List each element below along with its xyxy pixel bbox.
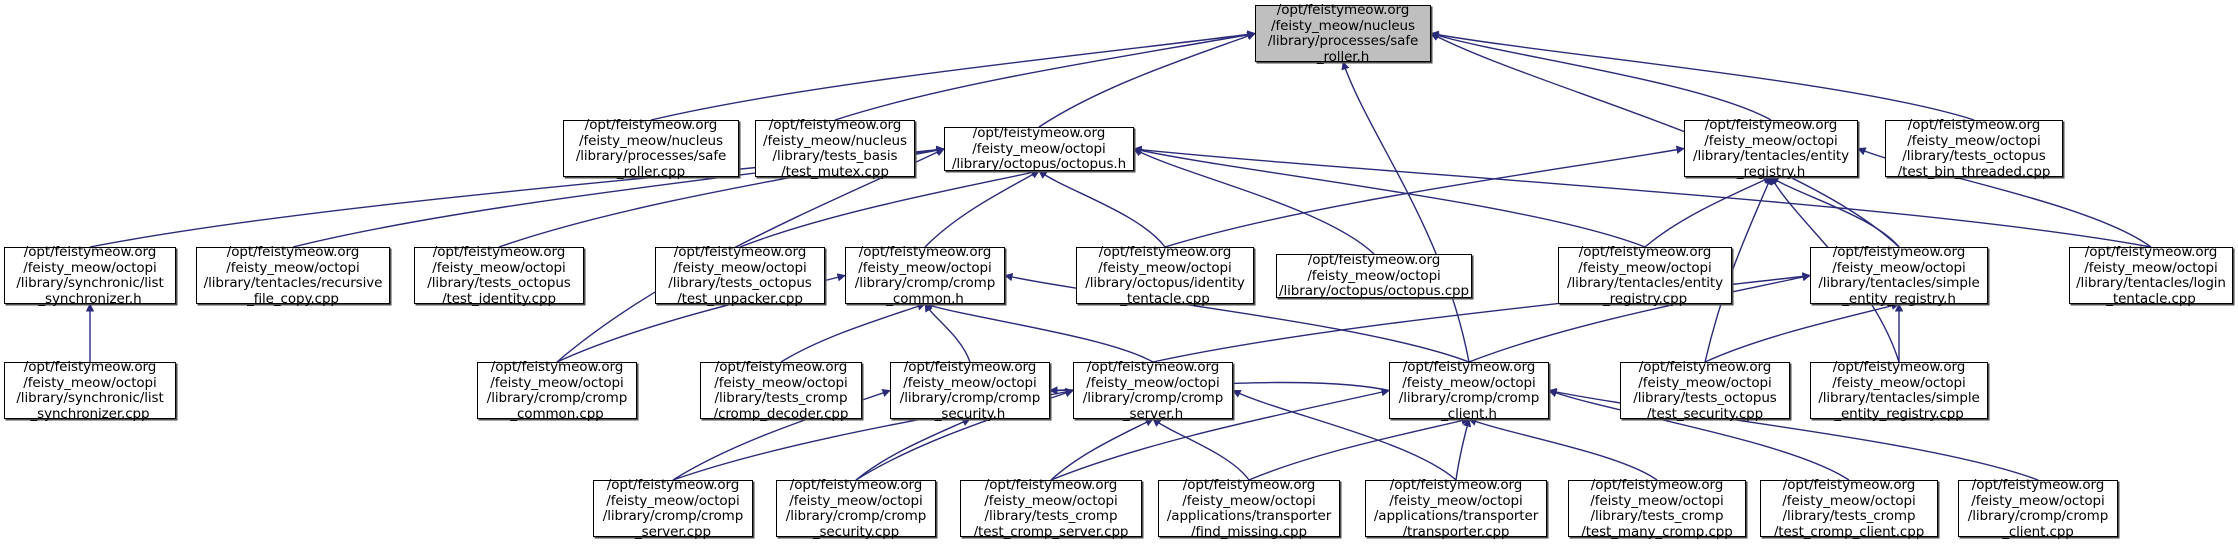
- graph-node-label: /opt/feistymeow.org /feisty_meow/octopi …: [785, 477, 927, 540]
- graph-node-label: /opt/feistymeow.org /feisty_meow/octopi …: [1967, 477, 2109, 540]
- graph-node[interactable]: /opt/feistymeow.org /feisty_meow/octopi …: [1620, 359, 1790, 422]
- graph-node[interactable]: /opt/feistymeow.org /feisty_meow/octopi …: [1365, 477, 1547, 540]
- graph-node[interactable]: /opt/feistymeow.org /feisty_meow/octopi …: [4, 244, 176, 307]
- graph-node[interactable]: /opt/feistymeow.org /feisty_meow/octopi …: [1885, 117, 2063, 180]
- graph-node-label: /opt/feistymeow.org /feisty_meow/octopi …: [854, 244, 996, 307]
- graph-node-label: /opt/feistymeow.org /feisty_meow/octopi …: [16, 359, 164, 422]
- graph-node[interactable]: /opt/feistymeow.org /feisty_meow/octopi …: [1958, 477, 2118, 540]
- graph-node-label: /opt/feistymeow.org /feisty_meow/octopi …: [668, 244, 812, 307]
- graph-node[interactable]: /opt/feistymeow.org /feisty_meow/octopi …: [1810, 244, 1988, 307]
- graph-edge: [1704, 301, 1900, 363]
- graph-edge: [1164, 145, 1685, 248]
- graph-edge: [834, 30, 1256, 121]
- graph-node[interactable]: /opt/feistymeow.org /feisty_meow/octopi …: [1073, 359, 1233, 422]
- graph-node[interactable]: /opt/feistymeow.org /feisty_meow/octopi …: [1684, 117, 1858, 180]
- graph-node[interactable]: /opt/feistymeow.org /feisty_meow/octopi …: [414, 244, 584, 307]
- graph-node[interactable]: /opt/feistymeow.org /feisty_meow/octopi …: [960, 477, 1142, 540]
- graph-node-label: /opt/feistymeow.org /feisty_meow/octopi …: [16, 244, 164, 307]
- graph-edge: [1049, 386, 1074, 395]
- graph-node-label: /opt/feistymeow.org /feisty_meow/octopi …: [713, 359, 849, 422]
- graph-node-label: /opt/feistymeow.org /feisty_meow/octopi …: [602, 477, 744, 540]
- graph-node[interactable]: /opt/feistymeow.org /feisty_meow/octopi …: [593, 477, 753, 540]
- graph-node[interactable]: /opt/feistymeow.org /feisty_meow/octopi …: [845, 244, 1005, 307]
- graph-node[interactable]: /opt/feistymeow.org /feisty_meow/nucleus…: [1255, 2, 1431, 65]
- graph-edge: [780, 302, 926, 363]
- graph-node[interactable]: /opt/feistymeow.org /feisty_meow/octopi …: [477, 359, 637, 422]
- graph-node[interactable]: /opt/feistymeow.org /feisty_meow/octopi …: [4, 359, 176, 422]
- graph-node[interactable]: /opt/feistymeow.org /feisty_meow/octopi …: [890, 359, 1050, 422]
- graph-edge: [1430, 30, 1975, 121]
- graph-edge: [1133, 148, 1375, 255]
- graph-edge: [1341, 61, 1470, 363]
- graph-edge: [924, 303, 971, 363]
- graph-node-label: /opt/feistymeow.org /feisty_meow/octopi …: [2076, 244, 2226, 307]
- graph-edge: [1770, 176, 1900, 248]
- graph-edge: [1644, 176, 1772, 248]
- graph-node-label: /opt/feistymeow.org /feisty_meow/octopi …: [1373, 477, 1539, 540]
- graph-node-label: /opt/feistymeow.org /feisty_meow/octopi …: [973, 477, 1129, 540]
- graph-node-label: /opt/feistymeow.org /feisty_meow/octopi …: [1082, 359, 1224, 422]
- graph-node-label: /opt/feistymeow.org /feisty_meow/octopi …: [951, 125, 1127, 173]
- graph-node[interactable]: /opt/feistymeow.org /feisty_meow/octopi …: [1810, 359, 1988, 422]
- graph-node[interactable]: /opt/feistymeow.org /feisty_meow/octopi …: [944, 125, 1134, 173]
- graph-edge: [1050, 418, 1154, 481]
- graph-node[interactable]: /opt/feistymeow.org /feisty_meow/octopi …: [2069, 244, 2233, 307]
- graph-node[interactable]: /opt/feistymeow.org /feisty_meow/octopi …: [655, 244, 825, 307]
- graph-node-label: /opt/feistymeow.org /feisty_meow/nucleus…: [763, 117, 907, 180]
- graph-node-label: /opt/feistymeow.org /feisty_meow/octopi …: [899, 359, 1041, 422]
- graph-node-label: /opt/feistymeow.org /feisty_meow/octopi …: [1693, 117, 1849, 180]
- graph-node[interactable]: /opt/feistymeow.org /feisty_meow/octopi …: [196, 244, 390, 307]
- graph-node[interactable]: /opt/feistymeow.org /feisty_meow/octopi …: [1389, 359, 1549, 422]
- graph-edge: [739, 168, 1040, 248]
- graph-node-label: /opt/feistymeow.org /feisty_meow/octopi …: [1166, 477, 1332, 540]
- graph-node-label: /opt/feistymeow.org /feisty_meow/octopi …: [1567, 244, 1723, 307]
- graph-node-label: /opt/feistymeow.org /feisty_meow/nucleus…: [1267, 2, 1419, 65]
- graph-node-label: /opt/feistymeow.org /feisty_meow/octopi …: [1818, 244, 1980, 307]
- graph-node-label: /opt/feistymeow.org /feisty_meow/octopi …: [1398, 359, 1540, 422]
- graph-node[interactable]: /opt/feistymeow.org /feisty_meow/octopi …: [1158, 477, 1340, 540]
- graph-edge: [1430, 31, 1772, 121]
- graph-node[interactable]: /opt/feistymeow.org /feisty_meow/octopi …: [700, 359, 862, 422]
- graph-edge: [855, 418, 971, 481]
- graph-edge: [1038, 32, 1256, 128]
- graph-node[interactable]: /opt/feistymeow.org /feisty_meow/octopi …: [1276, 252, 1472, 300]
- graph-node[interactable]: /opt/feistymeow.org /feisty_meow/octopi …: [1076, 244, 1254, 307]
- graph-node[interactable]: /opt/feistymeow.org /feisty_meow/octopi …: [1558, 244, 1732, 307]
- graph-edge: [1133, 146, 1646, 248]
- graph-node-label: /opt/feistymeow.org /feisty_meow/octopi …: [1581, 477, 1733, 540]
- graph-node[interactable]: /opt/feistymeow.org /feisty_meow/octopi …: [1568, 477, 1746, 540]
- graph-node-label: /opt/feistymeow.org /feisty_meow/octopi …: [1818, 359, 1980, 422]
- graph-node-label: /opt/feistymeow.org /feisty_meow/nucleus…: [575, 117, 727, 180]
- graph-node[interactable]: /opt/feistymeow.org /feisty_meow/octopi …: [776, 477, 936, 540]
- graph-edge: [924, 302, 1154, 363]
- graph-edge: [1248, 416, 1470, 481]
- graph-node-label: /opt/feistymeow.org /feisty_meow/octopi …: [1085, 244, 1245, 307]
- graph-edge: [1455, 418, 1472, 481]
- graph-node-label: /opt/feistymeow.org /feisty_meow/octopi …: [203, 244, 383, 307]
- graph-edge: [1038, 170, 1166, 248]
- graph-node-label: /opt/feistymeow.org /feisty_meow/octopi …: [1633, 359, 1777, 422]
- graph-node-label: /opt/feistymeow.org /feisty_meow/octopi …: [1279, 252, 1469, 300]
- graph-edge: [924, 170, 1040, 248]
- graph-node-label: /opt/feistymeow.org /feisty_meow/octopi …: [486, 359, 628, 422]
- graph-node-label: /opt/feistymeow.org /feisty_meow/octopi …: [1897, 117, 2051, 180]
- graph-node-label: /opt/feistymeow.org /feisty_meow/octopi …: [427, 244, 571, 307]
- graph-node[interactable]: /opt/feistymeow.org /feisty_meow/octopi …: [1760, 477, 1938, 540]
- graph-edge: [1152, 418, 1250, 481]
- graph-node[interactable]: /opt/feistymeow.org /feisty_meow/nucleus…: [563, 117, 739, 180]
- graph-node-label: /opt/feistymeow.org /feisty_meow/octopi …: [1773, 477, 1925, 540]
- graph-node[interactable]: /opt/feistymeow.org /feisty_meow/nucleus…: [755, 117, 915, 180]
- graph-edge: [650, 30, 1256, 121]
- graph-edge: [1468, 417, 1658, 481]
